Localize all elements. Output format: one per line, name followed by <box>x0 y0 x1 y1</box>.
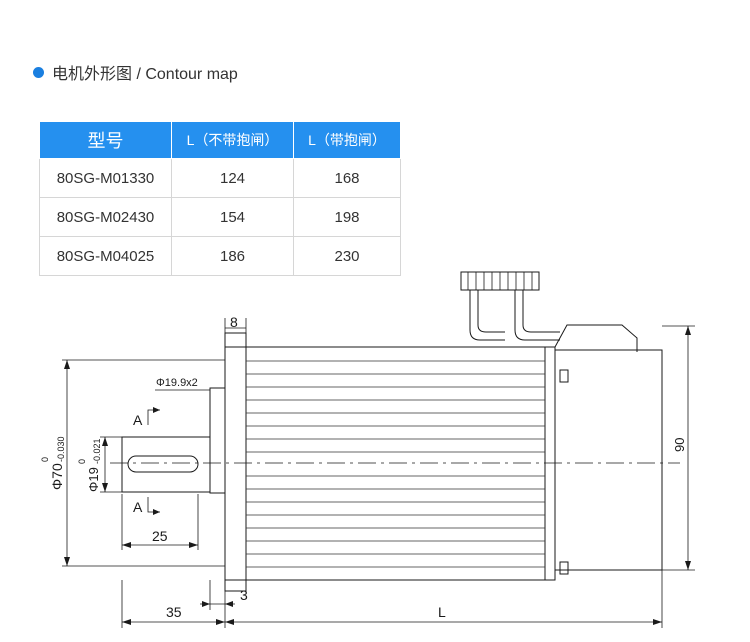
front-flange <box>224 332 247 592</box>
dim-flange-label: 8 <box>230 314 238 330</box>
dim-gap-label: 3 <box>240 587 248 603</box>
section-heading: 电机外形图 / Contour map <box>33 60 238 84</box>
dim-key-label: 25 <box>152 528 168 544</box>
bullet-dot-icon <box>33 66 44 78</box>
dim-length-label: L <box>438 604 446 620</box>
cable-left-inner <box>477 290 505 333</box>
cable-left <box>469 290 505 341</box>
table-header-row: 型号 L（不带抱闸） L（带抱闸） <box>39 121 401 159</box>
connector-housing <box>554 324 638 352</box>
cell-model: 80SG-M01330 <box>39 158 172 198</box>
dim-shaft-main-label: Φ19 <box>86 467 101 492</box>
motor-shaft <box>121 436 211 493</box>
dim-shaft-len-label: 35 <box>166 604 182 620</box>
spec-table: 型号 L（不带抱闸） L（带抱闸） 80SG-M01330 124 168 80… <box>39 121 401 276</box>
bolt-bottom <box>559 561 569 575</box>
dim-body-tol-upper: 0 <box>40 457 50 462</box>
dim-shaft-dia-label: Φ19.9x2 <box>156 377 198 389</box>
dim-shaft-tol-upper: 0 <box>77 459 87 464</box>
section-heading-text: 电机外形图 / Contour map <box>52 66 238 83</box>
cell-model: 80SG-M02430 <box>39 197 172 237</box>
table-row: 80SG-M01330 124 168 <box>39 158 401 198</box>
dim-shaft-tol-lower: -0.021 <box>92 438 102 464</box>
table-row: 80SG-M04025 186 230 <box>39 236 401 276</box>
dim-height-label: 90 <box>672 438 687 452</box>
dim-body-dia-label: Φ70 <box>49 463 65 490</box>
col-header-l-brake: L（带抱闸） <box>293 121 401 159</box>
cell-l-brake: 230 <box>293 236 401 276</box>
bolt-top <box>559 369 569 383</box>
rear-flange <box>544 346 556 581</box>
cell-l-no-brake: 186 <box>171 236 294 276</box>
dim-body-tol-lower: -0.030 <box>56 436 66 462</box>
cooling-fins <box>246 360 545 568</box>
encoder-cover <box>554 349 663 571</box>
table-row: 80SG-M02430 154 198 <box>39 197 401 237</box>
cable-right-inner <box>522 290 560 333</box>
col-header-l-no-brake: L（不带抱闸） <box>171 121 294 159</box>
cell-l-no-brake: 124 <box>171 158 294 198</box>
motor-body-outline <box>224 346 546 581</box>
shaft-boss <box>209 387 226 494</box>
cable-right <box>514 290 560 341</box>
section-a-bottom-label: A <box>133 499 143 515</box>
cell-model: 80SG-M04025 <box>39 236 172 276</box>
cell-l-brake: 168 <box>293 158 401 198</box>
section-a-top-label: A <box>133 412 143 428</box>
shaft-key-slot <box>127 455 199 473</box>
col-header-model: 型号 <box>39 121 172 159</box>
